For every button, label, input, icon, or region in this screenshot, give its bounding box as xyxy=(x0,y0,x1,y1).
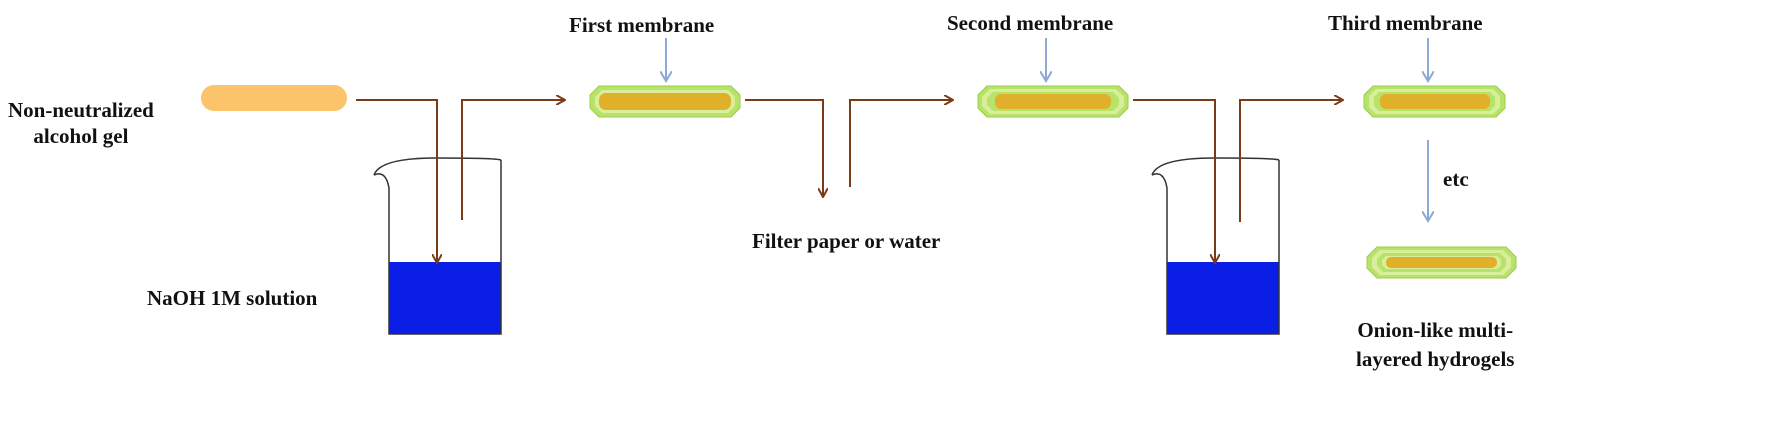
flow-arrow-naoh-to-first xyxy=(461,100,564,220)
onion-hydrogel-label: Onion-like multi- layered hydrogels xyxy=(1356,318,1515,371)
first-membrane-label: First membrane xyxy=(569,13,715,37)
beaker-naoh xyxy=(373,157,502,335)
second-membrane-label: Second membrane xyxy=(947,11,1114,35)
filter-paper-label: Filter paper or water xyxy=(752,229,941,253)
third-membrane-label: Third membrane xyxy=(1328,11,1483,35)
naoh-solution xyxy=(389,262,501,334)
naoh-solution-label: NaOH 1M solution xyxy=(147,286,318,310)
flow-arrow-second-into-beaker xyxy=(1133,99,1215,262)
alcohol-gel-bar xyxy=(201,85,347,111)
beaker-2-solution xyxy=(1167,262,1279,334)
second-membrane-hydrogel xyxy=(977,85,1129,118)
flow-arrow-gel-into-naoh xyxy=(356,99,437,262)
third-membrane-hydrogel xyxy=(1363,85,1506,118)
flow-arrow-beaker-to-third xyxy=(1239,100,1342,222)
etc-label: etc xyxy=(1443,167,1469,191)
multilayered-hydrogel xyxy=(1366,246,1517,279)
first-membrane-hydrogel xyxy=(589,85,741,118)
flow-arrow-first-to-filter xyxy=(745,99,823,196)
alcohol-gel-label: Non-neutralized alcohol gel xyxy=(8,98,154,148)
flow-arrow-filter-to-second xyxy=(849,100,952,187)
